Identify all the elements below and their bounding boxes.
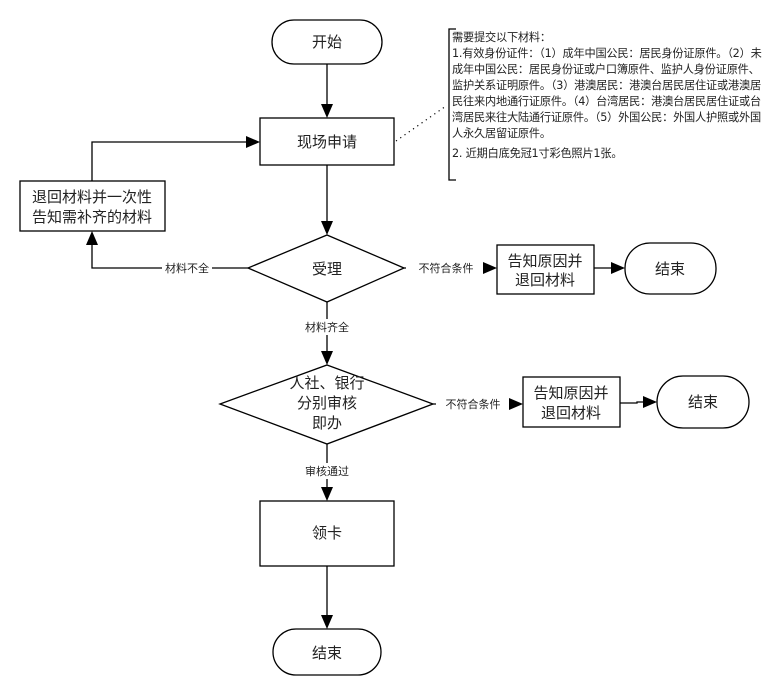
node-end-1[interactable]: 结束 [624, 242, 717, 295]
arrowhead-icon [246, 136, 260, 148]
edge-labels: 材料不全 不符合条件 材料齐全 不符合条件 审核通过 [162, 260, 509, 479]
node-return-materials-label-line1: 退回材料并一次性 [32, 188, 152, 206]
node-accept-label: 受理 [312, 260, 342, 278]
node-apply[interactable]: 现场申请 [259, 117, 395, 166]
arrowhead-icon [509, 398, 523, 410]
node-end-1-label: 结束 [655, 260, 685, 278]
node-review[interactable]: 人社、银行 分别审核 即办 [218, 364, 435, 445]
annotation-bracket [448, 28, 456, 181]
edge-label-materials-complete: 材料齐全 [305, 320, 349, 334]
node-return-materials-label-line2: 告知需补齐的材料 [32, 208, 152, 226]
node-review-line2: 分别审核 [297, 394, 357, 412]
annotation-link [395, 105, 447, 142]
node-notify-reject-1-line2: 退回材料 [515, 271, 575, 289]
node-collect-card-label: 领卡 [312, 524, 342, 542]
arrowhead-icon [321, 351, 333, 365]
node-notify-reject-1-line1: 告知原因并 [507, 252, 582, 270]
node-apply-label: 现场申请 [297, 133, 357, 151]
arrowhead-icon [643, 396, 657, 408]
annotation-item-2: 2. 近期白底免冠1寸彩色照片1张。 [452, 147, 623, 160]
node-review-line1: 人社、银行 [289, 374, 364, 392]
annotation-note: 需要提交以下材料： 1.有效身份证件：（1）成年中国公民：居民身份证原件。（2）… [452, 30, 770, 162]
arrowhead-icon [321, 615, 333, 629]
arrowhead-icon [321, 487, 333, 501]
annotation-item-1: 1.有效身份证件：（1）成年中国公民：居民身份证原件。（2）未成年中国公民：居民… [452, 47, 762, 140]
arrowhead-icon [321, 104, 333, 118]
arrowhead-icon [611, 262, 625, 274]
node-collect-card[interactable]: 领卡 [259, 500, 395, 567]
node-review-line3: 即办 [312, 414, 342, 432]
arrowhead-icon [86, 231, 98, 245]
node-accept[interactable]: 受理 [246, 234, 406, 303]
arrowhead-icon [321, 221, 333, 235]
edge-return-apply [91, 141, 250, 181]
node-notify-reject-2[interactable]: 告知原因并 退回材料 [522, 376, 621, 428]
node-notify-reject-2-line2: 退回材料 [541, 404, 601, 422]
edge-label-not-eligible-1: 不符合条件 [419, 261, 474, 275]
node-start-label: 开始 [312, 33, 342, 51]
edge-reject2-end2 [620, 401, 647, 404]
edge-label-materials-incomplete: 材料不全 [165, 261, 209, 275]
arrowhead-icon [483, 262, 497, 274]
node-notify-reject-1[interactable]: 告知原因并 退回材料 [496, 244, 595, 295]
node-notify-reject-2-line1: 告知原因并 [533, 384, 608, 402]
edge-label-not-eligible-2: 不符合条件 [446, 397, 501, 411]
node-end-2-label: 结束 [688, 393, 718, 411]
node-end-2[interactable]: 结束 [656, 375, 750, 429]
node-start[interactable]: 开始 [271, 19, 383, 65]
node-end-3-label: 结束 [312, 644, 342, 662]
edge-label-review-passed: 审核通过 [305, 464, 349, 478]
node-end-3[interactable]: 结束 [272, 628, 382, 676]
node-return-materials[interactable]: 退回材料并一次性 告知需补齐的材料 [19, 180, 166, 232]
annotation-title: 需要提交以下材料： [452, 31, 551, 44]
